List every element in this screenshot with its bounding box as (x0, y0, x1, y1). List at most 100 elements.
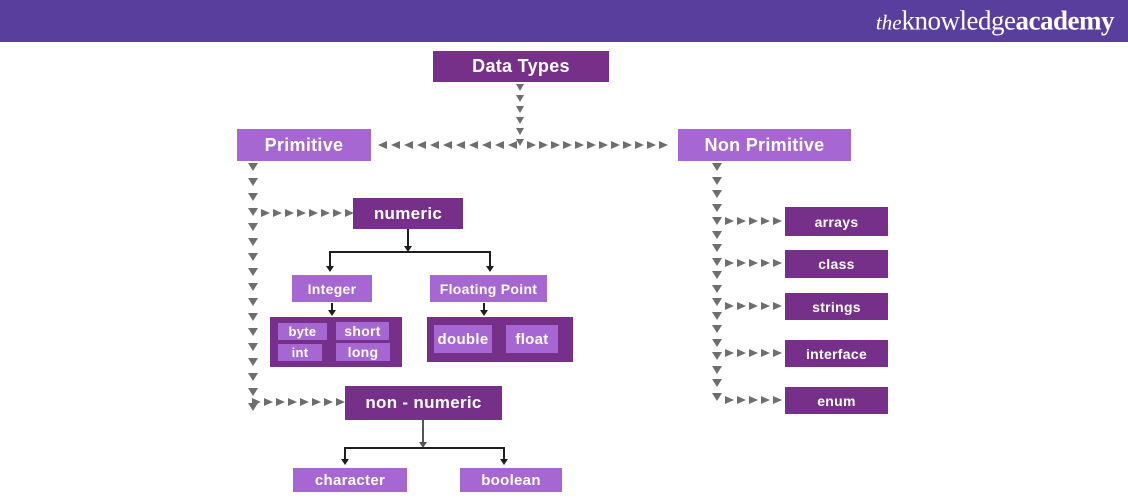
triangle-down-icon (516, 117, 524, 124)
node-non-numeric: non - numeric (345, 386, 502, 420)
triangle-left-icon (430, 141, 439, 149)
triangle-right-icon (737, 396, 746, 404)
triangle-down-icon (712, 379, 722, 387)
triangle-down-icon (712, 325, 722, 333)
node-arrays: arrays (785, 207, 888, 236)
triangle-right-icon (725, 302, 734, 310)
connector-numeric-split (330, 251, 490, 253)
triangle-right-icon (300, 398, 309, 406)
triangle-down-icon (712, 284, 722, 293)
triangle-right-icon (737, 259, 746, 267)
triangle-down-icon (712, 257, 722, 266)
triangle-right-icon (527, 141, 536, 149)
triangle-down-icon (712, 230, 722, 239)
triangle-left-icon (456, 141, 465, 149)
arrowhead-icon (326, 266, 334, 272)
triangle-left-icon (417, 141, 426, 149)
triangle-down-icon (248, 403, 258, 411)
triangle-left-icon (378, 141, 387, 149)
triangle-right-icon (737, 349, 746, 357)
node-primitive: Primitive (237, 129, 371, 161)
triangle-right-icon (773, 302, 782, 310)
brand-logo-knowledge: knowledge (901, 5, 1016, 36)
triangle-down-icon (516, 95, 524, 102)
triangle-right-icon (761, 396, 770, 404)
triangle-left-icon (469, 141, 478, 149)
triangle-right-icon (725, 349, 734, 357)
triangle-down-icon (712, 298, 722, 306)
triangle-right-icon (749, 302, 758, 310)
triangle-left-icon (391, 141, 400, 149)
connector-boolean-drop (503, 447, 505, 460)
triangle-right-icon (749, 217, 758, 225)
triangle-right-icon (725, 217, 734, 225)
triangle-right-icon (773, 396, 782, 404)
triangle-right-icon (773, 259, 782, 267)
arrowhead-icon (404, 246, 412, 252)
triangle-down-icon (712, 271, 722, 279)
triangle-down-icon (248, 268, 258, 276)
triangle-down-icon (712, 217, 722, 225)
triangle-down-icon (712, 311, 722, 320)
triangle-right-icon (749, 349, 758, 357)
triangle-down-icon (516, 139, 524, 146)
triangle-right-icon (563, 141, 572, 149)
chip-short: short (336, 322, 389, 340)
triangle-down-icon (712, 176, 722, 185)
triangle-right-icon (575, 141, 584, 149)
triangle-right-icon (551, 141, 560, 149)
connector-character-drop (344, 447, 346, 460)
triangle-down-icon (712, 392, 722, 401)
arrow-chain-to-primitive (378, 141, 517, 149)
node-integer: Integer (292, 275, 372, 302)
arrow-chain-to-non-primitive (527, 141, 668, 149)
triangle-down-icon (516, 84, 524, 91)
arrowhead-icon (328, 310, 336, 316)
arrow-chain-to-enum (725, 396, 782, 404)
triangle-down-icon (248, 343, 258, 351)
triangle-left-icon (443, 141, 452, 149)
triangle-down-icon (712, 244, 722, 252)
chip-int: int (278, 344, 322, 361)
brand-logo: theknowledgeacademy (876, 5, 1115, 36)
triangle-down-icon (248, 193, 258, 201)
triangle-right-icon (333, 209, 342, 217)
triangle-right-icon (587, 141, 596, 149)
node-boolean: boolean (460, 468, 562, 492)
triangle-right-icon (749, 259, 758, 267)
triangle-right-icon (647, 141, 656, 149)
triangle-down-icon (248, 313, 258, 321)
triangle-down-icon (248, 238, 258, 246)
connector-floating-drop (489, 251, 491, 267)
triangle-right-icon (539, 141, 548, 149)
triangle-right-icon (761, 302, 770, 310)
triangle-down-icon (712, 338, 722, 347)
arrowhead-icon (480, 310, 488, 316)
triangle-right-icon (324, 398, 333, 406)
connector-integer-stem (331, 303, 333, 311)
connector-integer-drop (329, 251, 331, 267)
triangle-left-icon (404, 141, 413, 149)
chip-float: float (506, 325, 558, 353)
arrowhead-icon (486, 266, 494, 272)
triangle-right-icon (264, 398, 273, 406)
triangle-down-icon (248, 163, 258, 171)
arrow-chain-root-down (516, 84, 524, 146)
arrow-chain-to-non-numeric (252, 398, 345, 406)
connector-numeric-stem (407, 229, 409, 247)
triangle-right-icon (276, 398, 285, 406)
triangle-right-icon (761, 217, 770, 225)
arrow-chain-primitive-spine (248, 163, 258, 411)
arrow-chain-to-strings (725, 302, 782, 310)
triangle-down-icon (248, 223, 258, 231)
connector-non-numeric-stem (422, 420, 424, 443)
triangle-right-icon (611, 141, 620, 149)
chip-byte: byte (278, 323, 327, 340)
triangle-down-icon (516, 106, 524, 113)
triangle-down-icon (248, 208, 258, 216)
node-interface: interface (785, 340, 888, 367)
triangle-down-icon (712, 352, 722, 360)
triangle-down-icon (248, 178, 258, 186)
triangle-left-icon (482, 141, 491, 149)
